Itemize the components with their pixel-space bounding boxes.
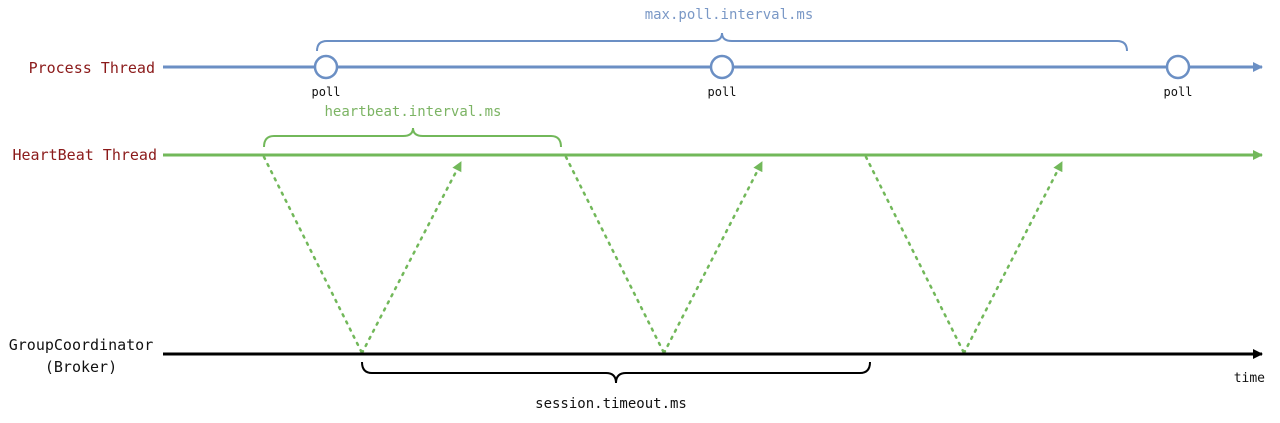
heartbeat-request-line	[864, 155, 966, 355]
group-coordinator-label: GroupCoordinator	[9, 336, 154, 354]
max-poll-interval-brace	[316, 32, 1128, 52]
heartbeat-response-line	[962, 160, 1064, 355]
time-axis-label: time	[1234, 371, 1265, 386]
poll-marker	[1165, 54, 1191, 80]
poll-marker	[313, 54, 339, 80]
heartbeat-response-line	[662, 160, 764, 355]
heartbeat-response-line	[360, 160, 463, 355]
max-poll-interval-label: max.poll.interval.ms	[645, 7, 814, 23]
poll-label: poll	[312, 85, 341, 99]
heartbeat-thread-label: HeartBeat Thread	[13, 146, 158, 164]
heartbeat-interval-brace	[263, 127, 562, 148]
poll-label: poll	[708, 85, 737, 99]
process-thread-label: Process Thread	[29, 59, 155, 77]
heartbeat-interval-label: heartbeat.interval.ms	[324, 104, 501, 120]
poll-marker	[709, 54, 735, 80]
heartbeat-request-line	[262, 155, 364, 355]
heartbeat-request-line	[564, 155, 666, 355]
broker-label: (Broker)	[45, 358, 117, 376]
session-timeout-brace	[361, 361, 871, 384]
session-timeout-label: session.timeout.ms	[535, 396, 687, 412]
poll-label: poll	[1164, 85, 1193, 99]
